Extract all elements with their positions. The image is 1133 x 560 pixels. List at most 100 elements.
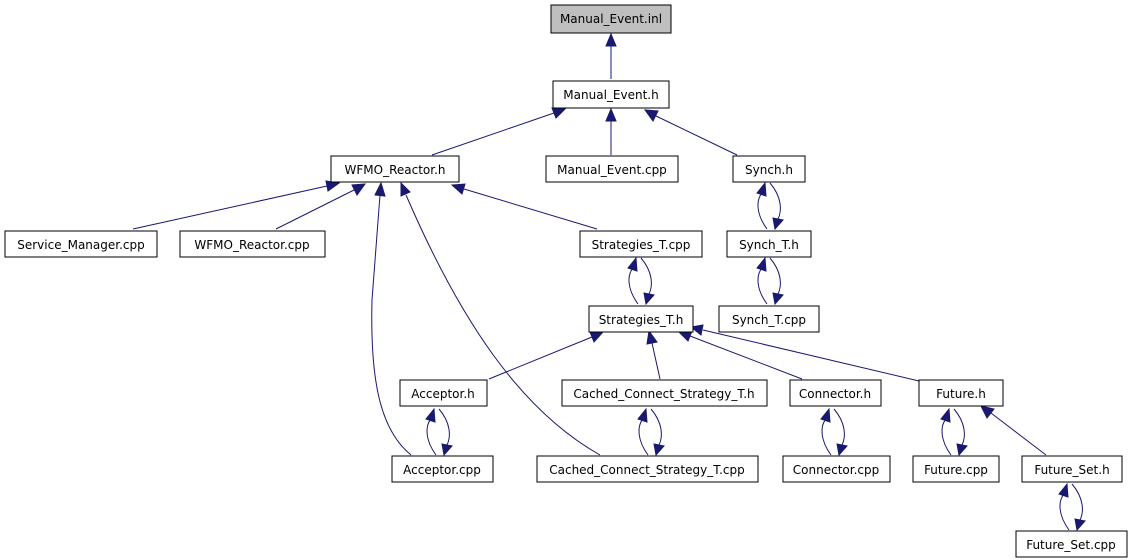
node-box bbox=[399, 379, 488, 407]
edge bbox=[463, 188, 598, 230]
arrowhead-icon bbox=[589, 331, 605, 343]
node-synch-h[interactable]: Synch.h bbox=[732, 155, 806, 183]
edge bbox=[953, 408, 965, 446]
node-connector-h[interactable]: Connector.h bbox=[789, 379, 882, 407]
node-label: Acceptor.cpp bbox=[403, 463, 481, 477]
node-box bbox=[1015, 530, 1128, 558]
node-synch-t-cpp[interactable]: Synch_T.cpp bbox=[718, 305, 820, 333]
node-box bbox=[782, 455, 891, 483]
node-box bbox=[179, 230, 326, 258]
node-box bbox=[550, 4, 672, 34]
node-label: Strategies_T.h bbox=[599, 313, 684, 327]
node-box bbox=[536, 455, 759, 483]
arrowhead-icon bbox=[605, 32, 617, 47]
node-label: Synch_T.cpp bbox=[732, 313, 806, 327]
edge bbox=[833, 408, 845, 446]
edge bbox=[702, 329, 920, 382]
edge bbox=[757, 192, 768, 230]
node-acceptor-cpp[interactable]: Acceptor.cpp bbox=[391, 455, 494, 483]
node-label: WFMO_Reactor.h bbox=[345, 163, 446, 177]
node-cached-connect-strategy-t-cpp[interactable]: Cached_Connect_Strategy_T.cpp bbox=[536, 455, 759, 483]
node-acceptor-h[interactable]: Acceptor.h bbox=[399, 379, 488, 407]
node-box bbox=[726, 230, 812, 258]
arrowhead-icon bbox=[980, 405, 995, 419]
node-strategies-t-h[interactable]: Strategies_T.h bbox=[588, 305, 694, 333]
edge bbox=[757, 267, 768, 305]
arrowhead-icon bbox=[643, 109, 659, 122]
edge bbox=[650, 408, 662, 446]
edge bbox=[655, 115, 738, 156]
node-strategies-t-cpp[interactable]: Strategies_T.cpp bbox=[579, 230, 703, 258]
edge bbox=[275, 189, 355, 230]
arrowhead-icon bbox=[627, 256, 638, 272]
node-service-manager-cpp[interactable]: Service_Manager.cpp bbox=[4, 230, 158, 258]
node-cached-connect-strategy-t-h[interactable]: Cached_Connect_Strategy_T.h bbox=[561, 379, 768, 407]
edge bbox=[488, 336, 593, 380]
node-label: Manual_Event.cpp bbox=[557, 163, 667, 177]
node-box bbox=[718, 305, 820, 333]
node-label: Manual_Event.inl bbox=[560, 12, 662, 26]
arrowhead-icon bbox=[772, 292, 784, 306]
edge bbox=[990, 412, 1047, 456]
node-label: Future_Set.cpp bbox=[1026, 538, 1116, 552]
edge bbox=[640, 257, 652, 295]
edge bbox=[689, 335, 803, 380]
arrowhead-icon bbox=[646, 329, 658, 345]
arrowhead-icon bbox=[756, 181, 767, 197]
edge bbox=[405, 194, 601, 456]
node-future-cpp[interactable]: Future.cpp bbox=[912, 455, 1000, 483]
edge bbox=[941, 418, 952, 456]
arrowhead-icon bbox=[605, 107, 617, 122]
node-box bbox=[588, 305, 694, 333]
edge bbox=[431, 112, 555, 156]
edge bbox=[628, 267, 639, 305]
node-label: Synch_T.h bbox=[739, 238, 799, 252]
arrowhead-icon bbox=[940, 407, 951, 423]
edge bbox=[651, 342, 661, 380]
node-manual-event-cpp[interactable]: Manual_Event.cpp bbox=[545, 155, 679, 183]
arrowhead-icon bbox=[820, 407, 831, 423]
edge bbox=[371, 194, 412, 456]
node-connector-cpp[interactable]: Connector.cpp bbox=[782, 455, 891, 483]
arrowhead-icon bbox=[653, 443, 665, 457]
node-label: WFMO_Reactor.cpp bbox=[194, 238, 309, 252]
node-label: Cached_Connect_Strategy_T.cpp bbox=[549, 463, 745, 477]
arrowhead-icon bbox=[1074, 518, 1086, 532]
node-label: Manual_Event.h bbox=[563, 88, 658, 102]
node-label: Future.h bbox=[936, 387, 986, 401]
arrowhead-icon bbox=[772, 217, 784, 231]
edge bbox=[638, 418, 649, 456]
arrowhead-icon bbox=[756, 256, 767, 272]
node-synch-t-h[interactable]: Synch_T.h bbox=[726, 230, 812, 258]
node-box bbox=[391, 455, 494, 483]
node-manual-event-h[interactable]: Manual_Event.h bbox=[552, 80, 670, 109]
node-future-h[interactable]: Future.h bbox=[918, 379, 1004, 407]
node-label: Service_Manager.cpp bbox=[17, 238, 145, 252]
nodes-layer: Manual_Event.inl Manual_Event.h WFMO_Rea… bbox=[4, 4, 1128, 558]
arrowhead-icon bbox=[689, 324, 704, 336]
node-future-set-cpp[interactable]: Future_Set.cpp bbox=[1015, 530, 1128, 558]
node-box bbox=[579, 230, 703, 258]
node-box bbox=[732, 155, 806, 183]
arrowhead-icon bbox=[1058, 482, 1069, 498]
edge bbox=[769, 182, 781, 220]
node-label: Cached_Connect_Strategy_T.h bbox=[573, 387, 754, 401]
node-future-set-h[interactable]: Future_Set.h bbox=[1021, 455, 1123, 483]
arrowhead-icon bbox=[425, 407, 436, 423]
node-wfmo-reactor-h[interactable]: WFMO_Reactor.h bbox=[330, 155, 460, 183]
node-wfmo-reactor-cpp[interactable]: WFMO_Reactor.cpp bbox=[179, 230, 326, 258]
arrowhead-icon bbox=[450, 183, 466, 195]
node-box bbox=[330, 155, 460, 183]
node-manual-event-inl[interactable]: Manual_Event.inl bbox=[550, 4, 672, 34]
node-label: Strategies_T.cpp bbox=[592, 238, 691, 252]
arrowhead-icon bbox=[643, 292, 655, 306]
edge bbox=[426, 418, 437, 456]
node-box bbox=[789, 379, 882, 407]
arrowhead-icon bbox=[836, 443, 848, 457]
edge bbox=[821, 418, 832, 456]
arrowhead-icon bbox=[637, 407, 648, 423]
edge bbox=[438, 408, 450, 446]
edge bbox=[769, 257, 781, 295]
edge bbox=[132, 185, 328, 230]
